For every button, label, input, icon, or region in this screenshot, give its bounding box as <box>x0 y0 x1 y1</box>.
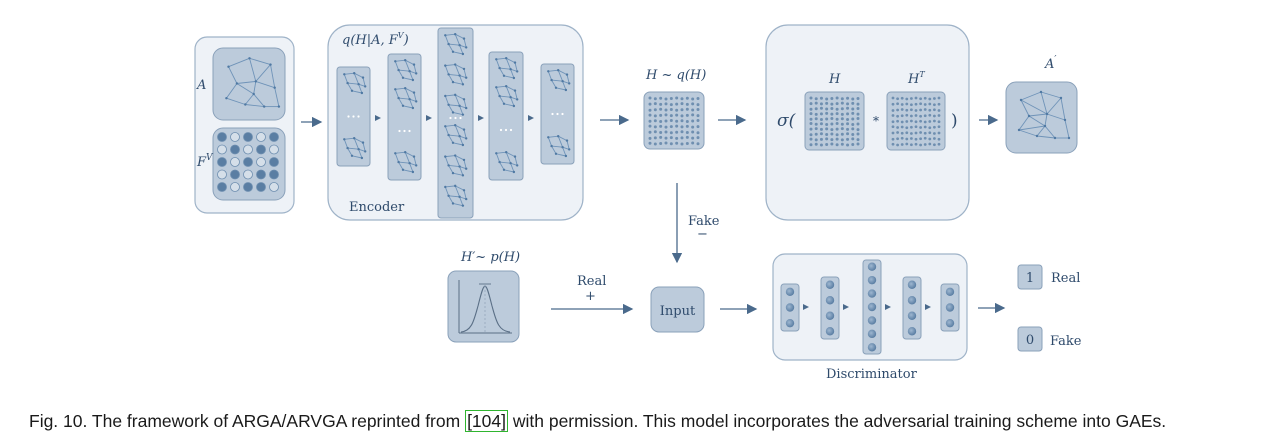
embedding-label: H ~ q(H) <box>645 68 706 83</box>
discriminator-input-box: Input <box>650 286 705 333</box>
h-label: H <box>828 72 841 87</box>
embedding-block: H ~ q(H) <box>643 68 706 150</box>
input-box-label: Input <box>660 304 696 319</box>
result-fake-label: Fake <box>1050 334 1082 349</box>
caption-suffix: with permission. This model incorporates… <box>508 411 1167 431</box>
result-real-value: 1 <box>1026 271 1034 286</box>
h-matrix <box>804 91 865 151</box>
sigma-open: σ( <box>777 111 796 131</box>
result-fake-value: 0 <box>1026 333 1034 348</box>
discriminator-label: Discriminator <box>826 367 918 382</box>
result-fake: 0 Fake <box>1017 326 1082 352</box>
result-real-label: Real <box>1051 271 1080 286</box>
output-label: A′ <box>1044 55 1056 72</box>
figure-caption: Fig. 10. The framework of ARGA/ARVGA rep… <box>29 410 1259 432</box>
result-real: 1 Real <box>1017 264 1080 290</box>
caption-prefix: Fig. 10. The framework of ARGA/ARVGA rep… <box>29 411 466 431</box>
encoder-panel: q(H|A, FV) Encoder <box>327 24 584 221</box>
embedding-dots <box>648 96 700 146</box>
features-label: FV <box>196 153 214 170</box>
adjacency-graph-icon <box>225 57 281 108</box>
arga-diagram: A FV q(H|A, FV) Encoder H ~ q(H) σ( H * … <box>194 24 1082 382</box>
embedding-matrix <box>643 91 705 150</box>
ht-matrix-dots <box>891 96 941 147</box>
fake-edge-label: Fake <box>688 214 720 229</box>
real-edge-label: Real <box>577 274 606 289</box>
ht-label: HT <box>907 70 925 87</box>
sigma-close: ) <box>951 111 958 131</box>
citation-link[interactable]: [104] <box>465 410 508 432</box>
discriminator-layers <box>780 259 960 355</box>
reconstructed-graph-icon <box>1017 90 1071 140</box>
gaussian-tile <box>447 270 520 343</box>
output-block: A′ <box>1005 55 1078 154</box>
feature-matrix-icon <box>217 132 279 192</box>
h-matrix-dots <box>809 96 860 147</box>
real-edge-sign: + <box>585 289 596 304</box>
discriminator-panel: Discriminator <box>772 253 968 382</box>
encoder-label: Encoder <box>349 200 405 215</box>
encoder-title: q(H|A, FV) <box>342 31 409 48</box>
decoder-panel: σ( H * HT ) <box>765 24 970 221</box>
input-panel: A FV <box>194 36 295 214</box>
prior-block: H′~ p(H) <box>447 250 520 343</box>
gaussian-curve-icon <box>458 280 512 334</box>
times-sign: * <box>873 114 879 128</box>
adjacency-label: A <box>196 78 206 93</box>
encoder-layers <box>336 27 575 219</box>
fake-edge-sign: − <box>697 227 708 242</box>
prior-label: H′~ p(H) <box>460 250 520 265</box>
